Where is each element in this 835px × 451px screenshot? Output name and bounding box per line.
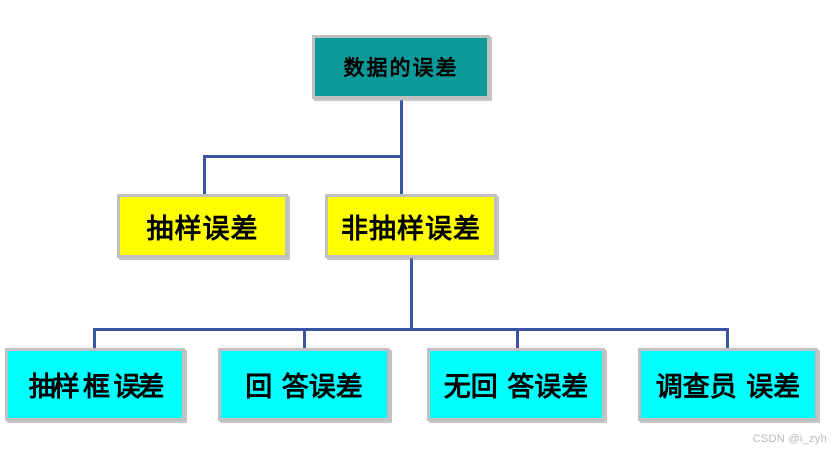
node-label: 抽样 框 误差 (28, 372, 165, 403)
node-label: 回 答误差 (245, 372, 363, 403)
connector-drop-non-sampling-error (400, 155, 403, 195)
connector-root-stem (400, 100, 403, 157)
connector-drop-sampling-error (203, 155, 206, 195)
node-label: 抽样误差 (146, 213, 259, 245)
csdn-watermark: CSDN @i_zyh (752, 433, 827, 445)
node-label: 调查员 误差 (655, 372, 801, 403)
node-non-response-error[interactable]: 无回 答误差 (427, 348, 605, 421)
node-label: 无回 答误差 (443, 372, 589, 403)
node-response-error[interactable]: 回 答误差 (218, 348, 390, 421)
node-label: 非抽样误差 (341, 213, 481, 245)
node-frame-error[interactable]: 抽样 框 误差 (5, 348, 185, 421)
node-non-sampling-error[interactable]: 非抽样误差 (325, 194, 497, 258)
node-root-data-error[interactable]: 数据的误差 (312, 35, 490, 99)
connector-drop-response-error (303, 328, 306, 350)
connector-non-sampling-stem (410, 258, 413, 330)
connector-level2-bus (203, 155, 403, 158)
node-sampling-error[interactable]: 抽样误差 (117, 194, 288, 258)
connector-drop-non-response-error (516, 328, 519, 350)
node-interviewer-error[interactable]: 调查员 误差 (638, 348, 818, 421)
node-label: 数据的误差 (343, 56, 459, 80)
connector-drop-frame-error (93, 328, 96, 350)
connector-drop-interviewer-error (726, 328, 729, 350)
connector-level3-bus (93, 328, 729, 331)
